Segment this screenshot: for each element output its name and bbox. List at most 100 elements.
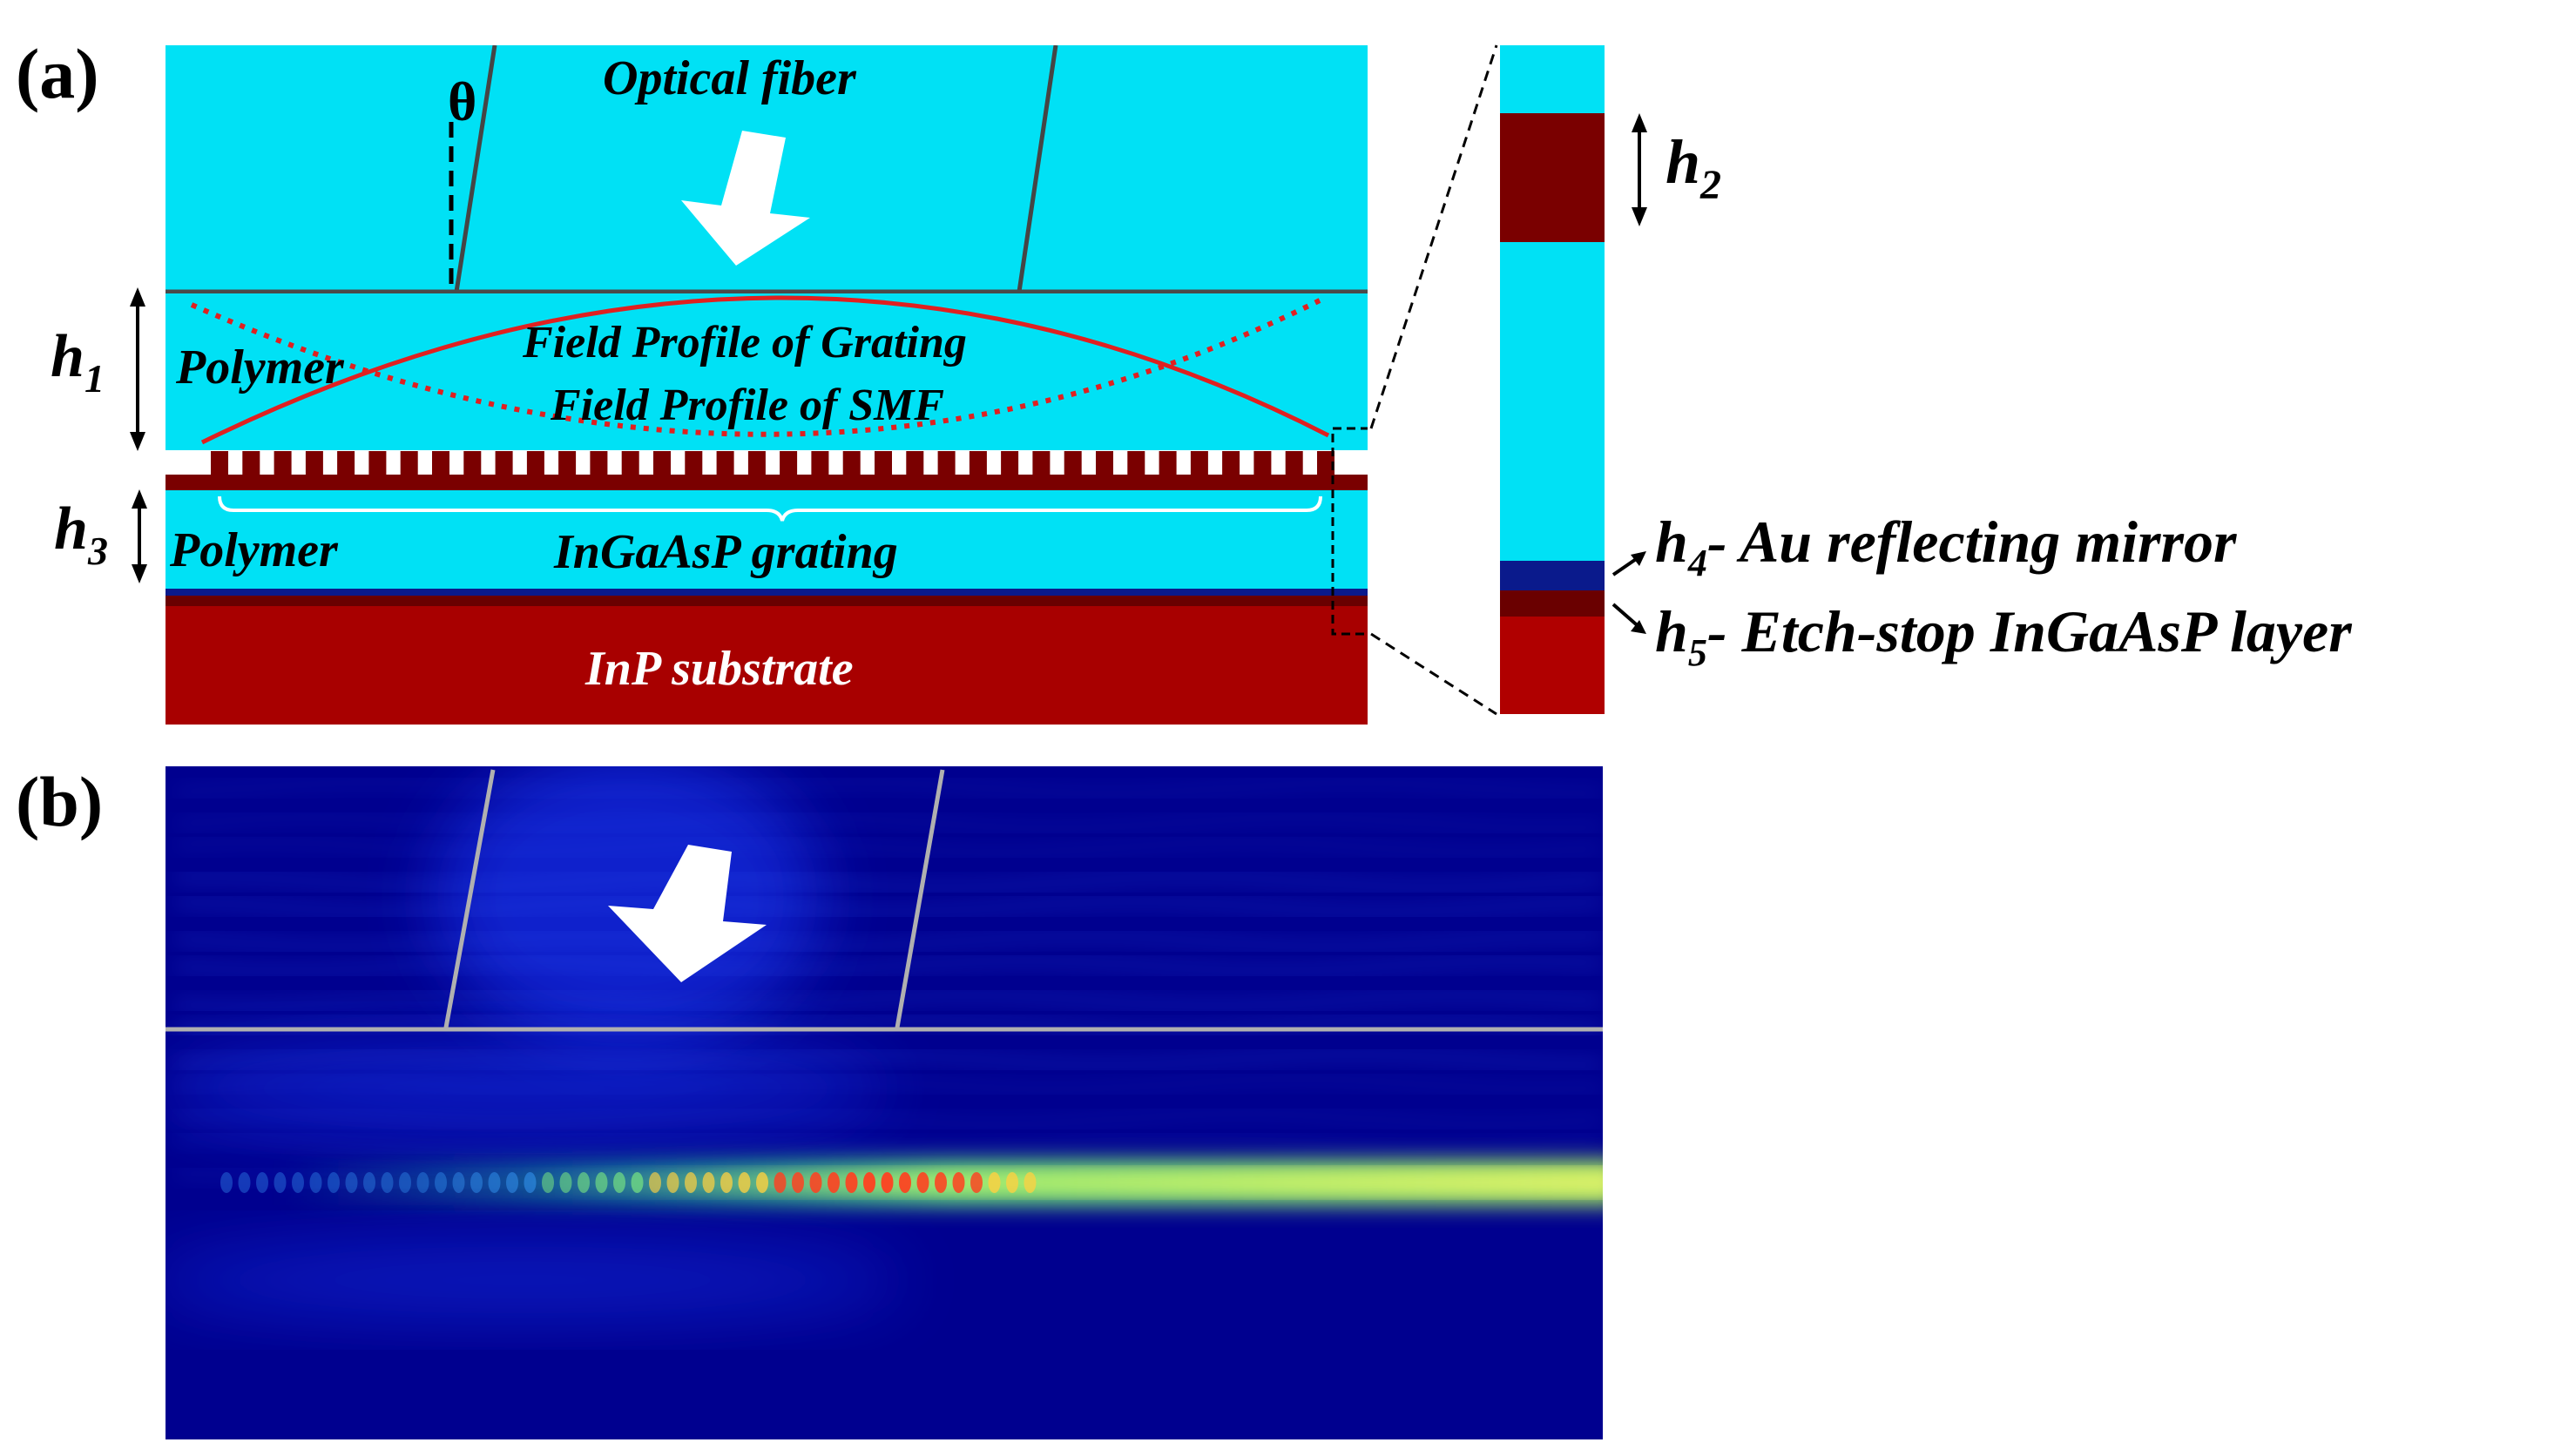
- field-spot: [828, 1172, 840, 1193]
- ripple-band: [173, 1049, 1603, 1070]
- h4-annotation: h4- Au reflecting mirror: [1611, 509, 2237, 584]
- ripple-band: [173, 931, 1603, 952]
- ripple-band: [173, 837, 1603, 858]
- grating-tooth: [1096, 451, 1113, 475]
- grating-tooth: [274, 451, 292, 475]
- field-spot: [649, 1172, 661, 1193]
- grating-tooth: [337, 451, 355, 475]
- incident-light-arrow-icon: [681, 131, 810, 266]
- ripple-band: [173, 896, 1603, 917]
- field-spot: [631, 1172, 644, 1193]
- inset-grating-layer: [1500, 113, 1605, 242]
- panel-b-label: (b): [16, 762, 103, 841]
- field-spot: [542, 1172, 554, 1193]
- h5-annotation: h5- Etch-stop InGaAsP layer: [1611, 598, 2352, 674]
- au-mirror-layer: [166, 589, 1368, 596]
- grating-tooth: [590, 451, 608, 475]
- field-spot: [809, 1172, 822, 1193]
- theta-label: θ: [448, 71, 476, 132]
- ripple-band: [173, 1074, 1603, 1095]
- field-spot: [238, 1172, 251, 1193]
- inp-substrate: [166, 606, 1368, 725]
- etch-stop-layer: [166, 596, 1368, 606]
- polymer-upper-label: Polymer: [175, 340, 345, 394]
- field-spot: [381, 1172, 394, 1193]
- grating-base-layer: [166, 475, 1368, 490]
- inset-substrate: [1500, 617, 1605, 714]
- field-spot: [416, 1172, 429, 1193]
- inset-polymer-top: [1500, 45, 1605, 113]
- grating-field-spots: [220, 1172, 1037, 1193]
- h3-symbol: h: [54, 495, 88, 563]
- field-spot: [952, 1172, 965, 1193]
- h4-symbol: h: [1655, 509, 1688, 575]
- field-spot: [738, 1172, 751, 1193]
- field-spot: [756, 1172, 768, 1193]
- grating-tooth: [211, 451, 228, 475]
- svg-text:h2: h2: [1666, 127, 1721, 208]
- svg-text:h4- Au reflecting mirror: h4- Au reflecting mirror: [1655, 509, 2237, 584]
- field-profile-smf-label: Field Profile of SMF: [550, 381, 944, 430]
- grating-tooth: [1064, 451, 1082, 475]
- inset-etch-stop: [1500, 590, 1605, 617]
- grating-tooth: [463, 451, 482, 475]
- grating-tooth: [558, 451, 577, 475]
- field-spot: [881, 1172, 894, 1193]
- h1-dimension: h1: [51, 287, 145, 451]
- field-spot: [524, 1172, 537, 1193]
- field-spot: [935, 1172, 947, 1193]
- field-spot: [774, 1172, 787, 1193]
- grating-tooth: [1317, 451, 1334, 475]
- grating-tooth: [432, 451, 449, 475]
- field-spot: [328, 1172, 340, 1193]
- field-spot: [666, 1172, 679, 1193]
- grating-brace: [218, 495, 1322, 522]
- polymer-lower: [166, 490, 1368, 589]
- sim-fiber-core-left-edge: [443, 769, 496, 1028]
- grating-tooth: [906, 451, 924, 475]
- h5-description: - Etch-stop InGaAsP layer: [1707, 598, 2352, 664]
- grating-tooth: [937, 451, 956, 475]
- grating-tooth: [1032, 451, 1051, 475]
- h4-subscript: 4: [1687, 542, 1707, 584]
- h5-subscript: 5: [1688, 631, 1707, 674]
- field-spot: [220, 1172, 233, 1193]
- grating-tooth: [1222, 451, 1240, 475]
- grating-tooth: [969, 451, 987, 475]
- grating-tooth: [780, 451, 798, 475]
- field-spot: [470, 1172, 483, 1193]
- grating-tooth: [875, 451, 892, 475]
- optical-fiber-label: Optical fiber: [603, 51, 857, 105]
- grating-tooth: [368, 451, 387, 475]
- field-spot: [506, 1172, 518, 1193]
- grating-teeth: [211, 451, 1334, 475]
- h3-subscript: 3: [87, 529, 108, 573]
- field-spot: [863, 1172, 875, 1193]
- inset-polymer-bottom: [1500, 242, 1605, 561]
- field-profile-grating-curve: [200, 295, 1330, 445]
- svg-text:h5- Etch-stop InGaAsP layer: h5- Etch-stop InGaAsP layer: [1655, 598, 2352, 674]
- grating-tooth: [1127, 451, 1145, 475]
- h2-subscript: 2: [1699, 162, 1721, 208]
- h4-description: - Au reflecting mirror: [1707, 509, 2237, 575]
- grating-tooth: [305, 451, 323, 475]
- grating-tooth: [242, 451, 260, 475]
- zoom-region-box: [1331, 427, 1368, 636]
- field-spot: [792, 1172, 804, 1193]
- grating-tooth: [526, 451, 544, 475]
- field-profile-smf-curve: [190, 298, 1321, 437]
- field-spot: [274, 1172, 287, 1193]
- field-spot: [345, 1172, 358, 1193]
- svg-text:h3: h3: [54, 495, 108, 573]
- grating-tooth: [1159, 451, 1177, 475]
- ripple-band: [173, 1014, 1603, 1035]
- grating-tooth: [400, 451, 418, 475]
- field-simulation: [166, 766, 1603, 1439]
- ripple-band: [173, 1133, 1603, 1154]
- ripple-band: [173, 812, 1603, 833]
- field-spot: [970, 1172, 983, 1193]
- fiber-core-right-edge: [1017, 45, 1058, 293]
- zoom-projection-bottom: [1370, 632, 1497, 716]
- grating-tooth: [1190, 451, 1208, 475]
